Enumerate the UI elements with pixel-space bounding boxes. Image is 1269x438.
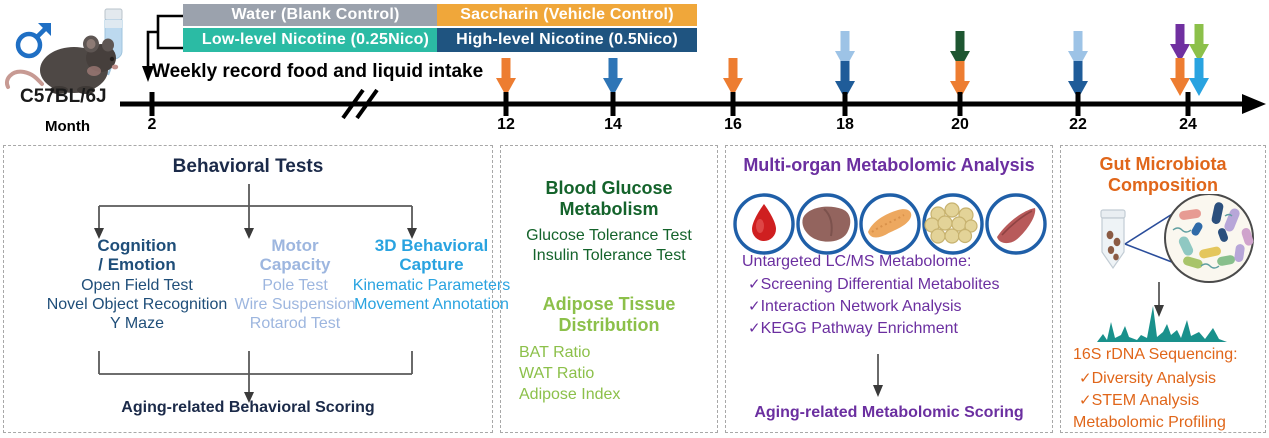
motor-item-3: Rotarod Test bbox=[249, 315, 341, 332]
male-symbol-icon bbox=[15, 23, 51, 59]
arrow-month-24-purple bbox=[1170, 24, 1190, 62]
mouse-strain-label: C57BL/6J bbox=[20, 86, 107, 107]
blood-glucose-items: Glucose Tolerance Test Insulin Tolerance… bbox=[501, 226, 717, 266]
glucose-title-line1: Blood Glucose bbox=[545, 178, 673, 198]
adipose-icon bbox=[922, 193, 984, 255]
adipose-item-3: Adipose Index bbox=[519, 386, 621, 403]
pancreas-icon bbox=[859, 193, 921, 255]
legend-saccharin[interactable]: Saccharin (Vehicle Control) bbox=[437, 4, 697, 26]
legend-high-nicotine[interactable]: High-level Nicotine (0.5Nico) bbox=[437, 28, 697, 52]
animal-illustration bbox=[2, 4, 152, 109]
tick-label-22: 22 bbox=[1069, 116, 1087, 133]
adipose-title-line1: Adipose Tissue bbox=[542, 294, 676, 314]
motor-item-1: Pole Test bbox=[262, 277, 328, 294]
gut-item-1: ✓Diversity Analysis bbox=[1079, 370, 1217, 387]
tick-label-12: 12 bbox=[497, 116, 515, 133]
blood-glucose-title: Blood Glucose Metabolism bbox=[501, 178, 717, 220]
metabolomic-item-1: ✓Screening Differential Metabolites bbox=[748, 276, 1000, 293]
arrow-month-24-green bbox=[1189, 24, 1209, 62]
sample-tube-icon bbox=[1100, 209, 1126, 270]
tick-label-2: 2 bbox=[147, 116, 157, 133]
glucose-item-1: Glucose Tolerance Test bbox=[526, 227, 692, 244]
check-icon: ✓ bbox=[1079, 370, 1092, 387]
panel-gut-microbiota: Gut Microbiota Composition bbox=[1060, 145, 1266, 433]
check-icon: ✓ bbox=[748, 320, 761, 337]
tick-label-18: 18 bbox=[836, 116, 854, 133]
behavior-column-cognition: Cognition / Emotion Open Field Test Nove… bbox=[0, 236, 292, 333]
check-icon: ✓ bbox=[1079, 392, 1092, 409]
tick-label-24: 24 bbox=[1179, 116, 1197, 133]
legend-low-nicotine[interactable]: Low-level Nicotine (0.25Nico) bbox=[183, 28, 448, 52]
motor-head-line2: Capacity bbox=[259, 255, 331, 274]
metabolomic-scoring-label: Aging-related Metabolomic Scoring bbox=[754, 404, 1024, 421]
adipose-title-line2: Distribution bbox=[558, 315, 660, 335]
organ-icon-row bbox=[733, 193, 1047, 255]
gut-lead: 16S rDNA Sequencing: bbox=[1073, 346, 1238, 363]
legend-water[interactable]: Water (Blank Control) bbox=[183, 4, 448, 26]
metabolomic-down-arrow bbox=[873, 354, 883, 397]
check-icon: ✓ bbox=[748, 298, 761, 315]
check-icon: ✓ bbox=[748, 276, 761, 293]
axis-break-marker bbox=[341, 88, 379, 120]
gut-title-line2: Composition bbox=[1108, 175, 1218, 195]
glucose-item-2: Insulin Tolerance Test bbox=[532, 247, 686, 264]
behavioral-tests-title: Behavioral Tests bbox=[172, 156, 324, 177]
legend-bracket bbox=[142, 14, 185, 82]
axis-title: Month bbox=[45, 118, 90, 135]
metabolomic-title: Multi-organ Metabolomic Analysis bbox=[743, 155, 1035, 175]
cognition-head-line2: / Emotion bbox=[98, 255, 176, 274]
panel-blood-glucose: Blood Glucose Metabolism Glucose Toleran… bbox=[500, 145, 718, 433]
weekly-record-note: Weekly record food and liquid intake bbox=[152, 61, 484, 82]
adipose-items: BAT Ratio WAT Ratio Adipose Index bbox=[519, 342, 620, 405]
tick-label-20: 20 bbox=[951, 116, 969, 133]
behavioral-scoring-label: Aging-related Behavioral Scoring bbox=[121, 399, 375, 416]
panel-metabolomic-analysis: Multi-organ Metabolomic Analysis bbox=[725, 145, 1053, 433]
gut-item-2: ✓STEM Analysis bbox=[1079, 392, 1200, 409]
mouse-icon bbox=[5, 35, 119, 94]
behavioral-flow-arrows bbox=[94, 184, 417, 403]
gut-down-arrow bbox=[1154, 282, 1164, 317]
adipose-item-2: WAT Ratio bbox=[519, 365, 595, 382]
motor-head-line1: Motor bbox=[271, 236, 319, 255]
tick-label-16: 16 bbox=[724, 116, 742, 133]
capture-item-1: Kinematic Parameters bbox=[352, 277, 511, 294]
metabolomic-item-list: ✓Screening Differential Metabolites ✓Int… bbox=[748, 274, 1000, 340]
metabolomic-lead: Untargeted LC/MS Metabolome: bbox=[742, 253, 972, 270]
behavior-column-3d-capture: 3D Behavioral Capture Kinematic Paramete… bbox=[344, 236, 519, 314]
cognition-item-1: Open Field Test bbox=[81, 277, 193, 294]
gut-item-list: ✓Diversity Analysis ✓STEM Analysis bbox=[1079, 368, 1216, 412]
chromatogram-icon bbox=[1097, 306, 1227, 342]
magnifier-connector bbox=[1124, 210, 1178, 265]
gut-microbiota-title: Gut Microbiota Composition bbox=[1061, 154, 1265, 196]
tick-label-14: 14 bbox=[604, 116, 622, 133]
cognition-head-line1: Cognition bbox=[97, 236, 177, 255]
motor-item-2: Wire Suspension bbox=[234, 296, 356, 313]
cognition-item-2: Novel Object Recognition bbox=[46, 296, 228, 313]
capture-item-2: Movement Annotation bbox=[354, 296, 509, 313]
behavior-column-motor: Motor Capacity Pole Test Wire Suspension… bbox=[200, 236, 390, 333]
capture-head-line2: Capture bbox=[399, 255, 464, 274]
adipose-item-1: BAT Ratio bbox=[519, 344, 591, 361]
gut-footer: Metabolomic Profiling bbox=[1073, 414, 1226, 431]
cognition-item-3: Y Maze bbox=[110, 315, 164, 332]
blood-drop-icon bbox=[733, 193, 795, 255]
gut-title-line1: Gut Microbiota bbox=[1099, 154, 1227, 174]
gut-microbiota-illustration bbox=[1097, 194, 1254, 342]
bacteria-magnified-icon bbox=[1164, 194, 1254, 283]
metabolomic-item-3: ✓KEGG Pathway Enrichment bbox=[748, 320, 958, 337]
panel-behavioral-tests: Behavioral Tests bbox=[0, 145, 510, 433]
timeline-axis bbox=[120, 88, 1266, 120]
capture-head-line1: 3D Behavioral bbox=[374, 236, 489, 255]
liver-icon bbox=[796, 193, 858, 255]
adipose-title: Adipose Tissue Distribution bbox=[501, 294, 717, 336]
metabolomic-item-2: ✓Interaction Network Analysis bbox=[748, 298, 962, 315]
muscle-icon bbox=[985, 193, 1047, 255]
glucose-title-line2: Metabolism bbox=[559, 199, 659, 219]
